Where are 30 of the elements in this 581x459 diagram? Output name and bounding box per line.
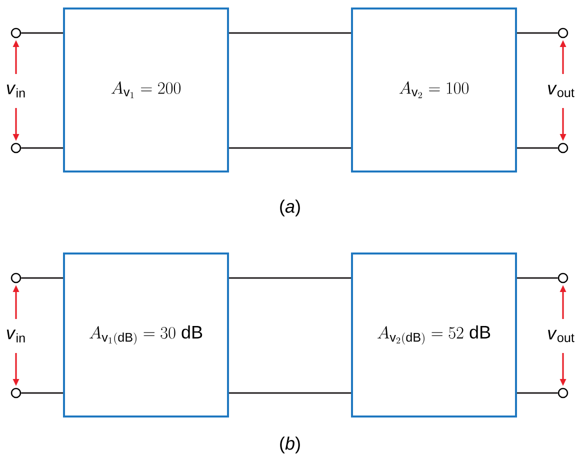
wire [517,32,558,34]
wire [21,277,63,279]
wire [517,392,558,394]
voltage-label: v$_{in}$ [4,328,28,344]
wire [21,147,63,149]
terminal-circle [10,28,22,38]
wire [229,277,351,279]
wire [21,392,63,394]
voltage-label: v$_{out}$ [546,84,576,98]
panel-caption: (a) [278,198,302,218]
panel-caption: (b) [278,436,302,454]
terminal-circle [10,388,22,398]
wire [21,32,63,34]
terminal-circle [558,142,568,154]
terminal-circle [10,142,22,154]
terminal-circle [558,272,568,284]
voltage-label: v$_{out}$ [546,328,576,344]
terminal-circle [558,28,568,38]
amplifier-box: $A_{\mathrm{v}_{1}} = 200$ [63,8,229,172]
amplifier-box: $A_{\mathrm{v}_{2}(\mathrm{dB})} = 52\ \mathrm{dB}$ [351,252,517,418]
voltage-label: v$_{in}$ [4,84,28,98]
wire [517,277,558,279]
amplifier-box: $A_{\mathrm{v}_{2}} = 100$ [351,8,517,172]
terminal-circle [10,272,22,284]
amplifier-box: $A_{\mathrm{v}_{1}(\mathrm{dB})} = 30\ \mathrm{dB}$ [63,252,229,418]
wire [229,392,351,394]
wire [229,147,351,149]
wire [229,32,351,34]
wire [517,147,558,149]
terminal-circle [558,388,568,398]
